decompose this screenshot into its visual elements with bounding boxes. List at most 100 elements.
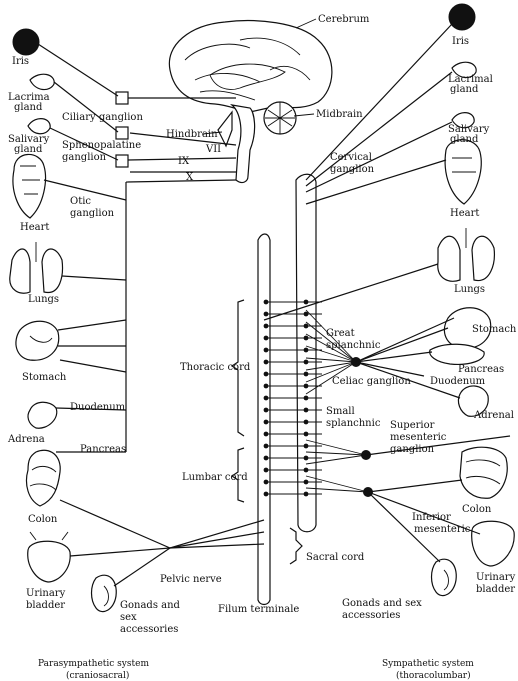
gonads-left-icon bbox=[92, 575, 117, 611]
cervical-ganglion-label-1: Cervical bbox=[330, 152, 372, 163]
colon-left-icon bbox=[27, 450, 61, 506]
small-splanchnic-label-2: splanchnic bbox=[326, 418, 381, 429]
sphenopalatine-ganglion-box bbox=[116, 127, 128, 139]
sympathetic-caption-1: Sympathetic system bbox=[382, 659, 474, 669]
salivary-right-label-2: gland bbox=[450, 134, 479, 145]
duodenum-right-label: Duodenum bbox=[430, 376, 486, 387]
chain-ganglion-node bbox=[304, 396, 309, 401]
urinary-bladder-right-icon bbox=[472, 521, 514, 566]
celiac-ganglion-label: Celiac ganglion bbox=[332, 376, 411, 387]
superior-mesenteric-label-2: mesenteric bbox=[390, 432, 447, 443]
chain-ganglion-node bbox=[304, 348, 309, 353]
heart-left-label: Heart bbox=[20, 222, 49, 233]
segment-node bbox=[264, 324, 269, 329]
segment-node bbox=[264, 300, 269, 305]
chain-ganglion-node bbox=[304, 360, 309, 365]
chain-ganglion-node bbox=[304, 468, 309, 473]
great-splanchnic-label-2: splanchnic bbox=[326, 340, 381, 351]
heart-right-label: Heart bbox=[450, 208, 479, 219]
cranial-nerve-vii-label: VII bbox=[205, 144, 221, 155]
chain-ganglion-node bbox=[304, 432, 309, 437]
gonads-left-label-2: sex bbox=[120, 612, 137, 623]
lungs-left-label: Lungs bbox=[28, 294, 59, 305]
chain-ganglion-node bbox=[304, 456, 309, 461]
colon-left-label: Colon bbox=[28, 514, 58, 525]
segment-node bbox=[264, 348, 269, 353]
salivary-gland-left-icon bbox=[28, 119, 50, 134]
lumbar-cord-label: Lumbar cord bbox=[182, 472, 248, 483]
chain-ganglion-node bbox=[304, 384, 309, 389]
cervical-ganglion-label-2: ganglion bbox=[330, 164, 375, 175]
sympathetic-caption-2: (thoracolumbar) bbox=[396, 670, 471, 681]
ciliary-ganglion-box bbox=[116, 92, 128, 104]
adrenal-left-icon bbox=[28, 402, 57, 428]
adrenal-left-label: Adrena bbox=[7, 434, 45, 445]
duodenum-left-label: Duodenum bbox=[70, 402, 126, 413]
inferior-mesenteric-label-1: Inferior bbox=[412, 512, 451, 523]
ciliary-ganglion-label: Ciliary ganglion bbox=[62, 112, 143, 123]
chain-ganglion-node bbox=[304, 444, 309, 449]
segment-node bbox=[264, 336, 269, 341]
spinal-cord bbox=[258, 174, 316, 604]
segment-node bbox=[264, 480, 269, 485]
pancreas-right-label: Pancreas bbox=[458, 364, 504, 375]
lacrimal-left-label-2: gland bbox=[14, 102, 43, 113]
lungs-right-label: Lungs bbox=[454, 284, 485, 295]
gonads-left-label-1: Gonads and bbox=[120, 600, 181, 611]
bladder-right-label-2: bladder bbox=[476, 584, 515, 595]
superior-mesenteric-label-3: ganglion bbox=[390, 444, 435, 455]
parasympathetic-caption-1: Parasympathetic system bbox=[38, 659, 149, 669]
lacrimal-gland-left-icon bbox=[30, 74, 54, 89]
chain-ganglion-node bbox=[304, 336, 309, 341]
chain-ganglion-node bbox=[304, 480, 309, 485]
thoracic-cord-label: Thoracic cord bbox=[180, 362, 251, 373]
superior-mesenteric-label-1: Superior bbox=[390, 420, 435, 431]
segment-node bbox=[264, 456, 269, 461]
bladder-left-label-2: bladder bbox=[26, 600, 65, 611]
adrenal-right-label: Adrenal bbox=[473, 410, 514, 421]
salivary-left-label-2: gland bbox=[14, 144, 43, 155]
pancreas-right-icon bbox=[430, 344, 484, 364]
gonads-right-label-1: Gonads and sex bbox=[342, 598, 422, 609]
small-splanchnic-label-1: Small bbox=[326, 406, 355, 417]
great-splanchnic-label-1: Great bbox=[326, 328, 355, 339]
iris-left-icon bbox=[13, 29, 39, 55]
otic-label-2: ganglion bbox=[70, 208, 115, 219]
bladder-right-label-1: Urinary bbox=[476, 572, 516, 583]
sphenopalatine-label-1: Sphenopalatine bbox=[62, 140, 141, 151]
segment-node bbox=[264, 468, 269, 473]
filum-terminale-label: Filum terminale bbox=[218, 604, 299, 615]
gonads-left-label-3: accessories bbox=[120, 624, 178, 635]
gonads-right-label-2: accessories bbox=[342, 610, 400, 621]
sphenopalatine-label-2: ganglion bbox=[62, 152, 107, 163]
pancreas-left-label: Pancreas bbox=[80, 444, 126, 455]
segment-node bbox=[264, 360, 269, 365]
stomach-left-label: Stomach bbox=[22, 372, 67, 383]
segment-node bbox=[264, 372, 269, 377]
segment-node bbox=[264, 492, 269, 497]
lungs-right-icon bbox=[438, 236, 460, 281]
otic-ganglion-box bbox=[116, 155, 128, 167]
inferior-mesenteric-label-2: mesenteric bbox=[414, 524, 471, 535]
iris-left-label: Iris bbox=[12, 56, 29, 67]
bladder-left-label-1: Urinary bbox=[26, 588, 66, 599]
lacrimal-right-label-2: gland bbox=[450, 84, 479, 95]
colon-right-icon bbox=[460, 447, 507, 498]
segment-node bbox=[264, 396, 269, 401]
segment-node bbox=[264, 420, 269, 425]
heart-left-icon bbox=[13, 154, 46, 218]
gonads-right-icon bbox=[432, 559, 457, 595]
colon-right-label: Colon bbox=[462, 504, 492, 515]
lungs-left-icon bbox=[10, 249, 30, 293]
segment-node bbox=[264, 432, 269, 437]
cranial-nerve-ix-label: IX bbox=[178, 156, 190, 167]
parasympathetic-caption-2: (craniosacral) bbox=[66, 670, 129, 681]
chain-ganglion-node bbox=[304, 300, 309, 305]
midbrain-label: Midbrain bbox=[316, 109, 363, 120]
segment-node bbox=[264, 408, 269, 413]
cerebrum-label: Cerebrum bbox=[318, 14, 370, 25]
segment-node bbox=[264, 384, 269, 389]
urinary-bladder-left-icon bbox=[28, 541, 70, 582]
segment-node bbox=[264, 444, 269, 449]
sacral-cord-label: Sacral cord bbox=[306, 552, 365, 563]
